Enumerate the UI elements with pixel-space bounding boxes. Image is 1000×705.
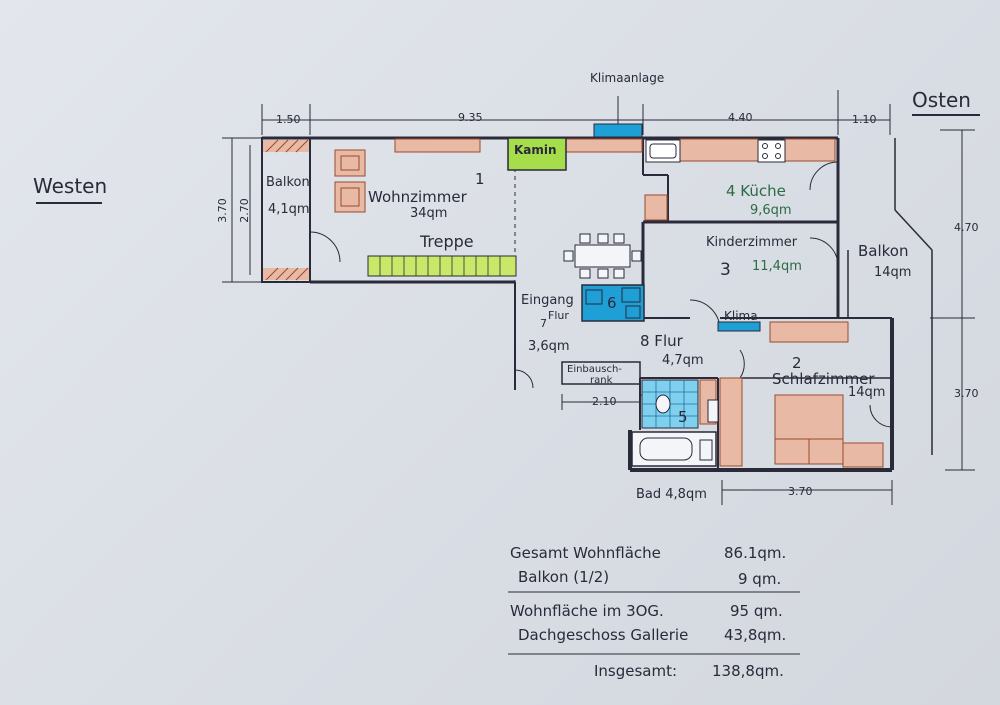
schlafzimmer-number: 2 bbox=[792, 354, 802, 372]
label-treppe: Treppe bbox=[420, 232, 474, 251]
eingang-sub: Flur bbox=[548, 309, 569, 322]
kinderzimmer-area: 11,4qm bbox=[752, 259, 802, 274]
compass-east-underline bbox=[912, 114, 980, 116]
flur-name: 8 Flur bbox=[640, 332, 683, 350]
fireplace bbox=[507, 137, 567, 171]
summary-value-1: 9 qm. bbox=[738, 570, 782, 588]
schlafzimmer-name: Schlafzimmer bbox=[772, 370, 875, 388]
dining-table bbox=[563, 233, 642, 279]
aircon-small bbox=[717, 321, 761, 332]
aircon-unit bbox=[593, 123, 643, 138]
summary-label-0: Gesamt Wohnfläche bbox=[510, 544, 661, 562]
dim-west-height-outer: 3.70 bbox=[215, 198, 229, 223]
summary-value-0: 86.1qm. bbox=[724, 544, 787, 562]
dim-east-height-top: 4.70 bbox=[954, 221, 979, 234]
furniture bbox=[334, 138, 884, 468]
summary-label-1: Balkon (1/2) bbox=[518, 568, 610, 586]
balkon-west-area: 4,1qm bbox=[268, 202, 310, 217]
eingang-seven: 7 bbox=[540, 317, 547, 330]
summary-lines bbox=[508, 591, 800, 655]
dimension-lines bbox=[222, 90, 975, 505]
schlafzimmer-area: 14qm bbox=[848, 385, 886, 400]
eingang-number: 6 bbox=[607, 294, 617, 312]
compass-east: Osten bbox=[912, 88, 971, 112]
label-klima: Klima bbox=[724, 309, 758, 323]
compass-west-underline bbox=[36, 202, 102, 204]
bad-label: Bad 4,8qm bbox=[636, 487, 707, 502]
kinderzimmer-name: Kinderzimmer bbox=[706, 235, 798, 250]
walls bbox=[261, 136, 933, 472]
summary-label-2: Wohnfläche im 3OG. bbox=[510, 602, 664, 620]
flur-area: 4,7qm bbox=[662, 353, 704, 368]
summary-label-4: Insgesamt: bbox=[594, 662, 678, 680]
einbauschrank-line2: rank bbox=[590, 375, 613, 386]
balkon-ost-area: 14qm bbox=[874, 265, 912, 280]
kueche-area: 9,6qm bbox=[750, 203, 792, 218]
dim-main-width: 9.35 bbox=[458, 111, 483, 124]
dim-einbau-width: 2.10 bbox=[592, 395, 617, 408]
eingang-name: Eingang bbox=[521, 293, 574, 308]
label-kamin: Kamin bbox=[514, 143, 557, 157]
wohnzimmer-name: Wohnzimmer bbox=[368, 188, 467, 206]
summary-label-3: Dachgeschoss Gallerie bbox=[518, 626, 689, 644]
dim-east-balkon-width: 1.10 bbox=[852, 113, 877, 126]
dim-kitchen-width: 4.40 bbox=[728, 111, 753, 124]
dim-west-height-inner: 2.70 bbox=[237, 198, 251, 223]
dim-balkon-width: 1.50 bbox=[276, 113, 301, 126]
summary-value-3: 43,8qm. bbox=[724, 626, 787, 644]
balkon-ost-name: Balkon bbox=[858, 242, 909, 260]
entrance-blue-zone bbox=[581, 284, 645, 322]
compass-west: Westen bbox=[33, 174, 108, 198]
balkon-west-name: Balkon bbox=[266, 175, 310, 190]
wohnzimmer-number: 1 bbox=[475, 170, 485, 188]
summary-value-2: 95 qm. bbox=[730, 602, 783, 620]
kinderzimmer-number: 3 bbox=[720, 260, 731, 280]
wohnzimmer-area: 34qm bbox=[410, 206, 448, 221]
summary-value-4: 138,8qm. bbox=[712, 662, 784, 680]
stairs bbox=[367, 255, 517, 277]
dim-bed-width: 3.70 bbox=[788, 485, 813, 498]
bad-number: 5 bbox=[678, 408, 688, 426]
bathroom-tiles bbox=[631, 379, 719, 467]
kitchen-appliances bbox=[645, 139, 786, 163]
balcony-hatch bbox=[263, 139, 309, 281]
eingang-area: 3,6qm bbox=[528, 339, 570, 354]
label-klimaanlage: Klimaanlage bbox=[590, 71, 665, 85]
dim-east-height-bottom: 3.70 bbox=[954, 387, 979, 400]
kueche-name: 4 Küche bbox=[726, 182, 786, 200]
einbauschrank-line1: Einbausch- bbox=[567, 364, 622, 375]
